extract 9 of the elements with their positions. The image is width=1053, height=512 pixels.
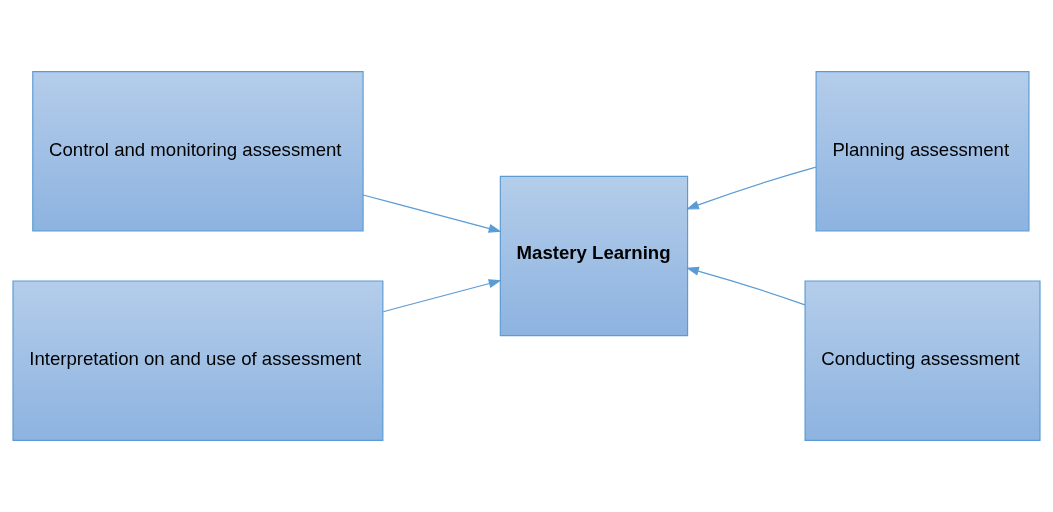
node-box: Control and monitoring assessment <box>32 71 364 232</box>
arrow <box>382 279 502 313</box>
node-box: Planning assessment <box>815 71 1030 232</box>
arrow <box>362 194 502 233</box>
arrow <box>686 166 817 210</box>
node-box: Interpretation on and use of assessment <box>12 280 384 441</box>
arrow <box>686 266 806 306</box>
node-box: Mastery Learning <box>499 175 689 337</box>
node-box: Conducting assessment <box>804 280 1041 441</box>
